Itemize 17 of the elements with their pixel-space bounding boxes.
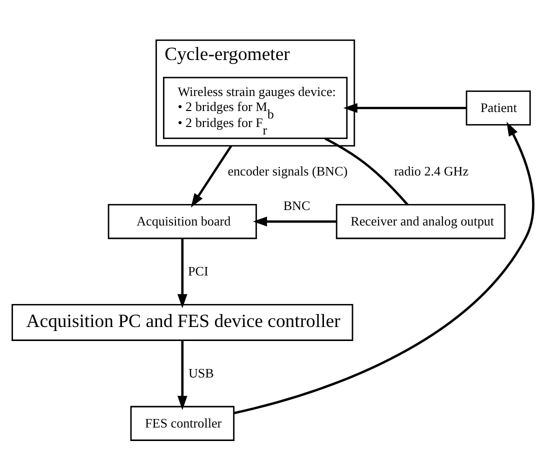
edge-label: USB	[188, 365, 214, 380]
arrow	[190, 145, 232, 208]
arrow	[234, 122, 534, 414]
edge-label: PCI	[188, 263, 208, 278]
arrow	[343, 103, 466, 113]
node-box: Receiver and analog output	[336, 204, 506, 240]
arrow	[252, 216, 336, 226]
arrow	[177, 238, 188, 308]
node-box: Acquisition PC and FES device controller	[12, 304, 354, 341]
edge-label: encoder signals (BNC)	[228, 163, 348, 178]
node-box: Patient	[466, 90, 531, 126]
edge-label: BNC	[283, 198, 310, 214]
node-box: FES controller	[130, 406, 234, 441]
arrow	[177, 340, 188, 410]
connector	[324, 137, 408, 206]
node-box: Acquisition board	[108, 204, 257, 240]
edge-label: radio 2.4 GHz	[394, 163, 469, 178]
